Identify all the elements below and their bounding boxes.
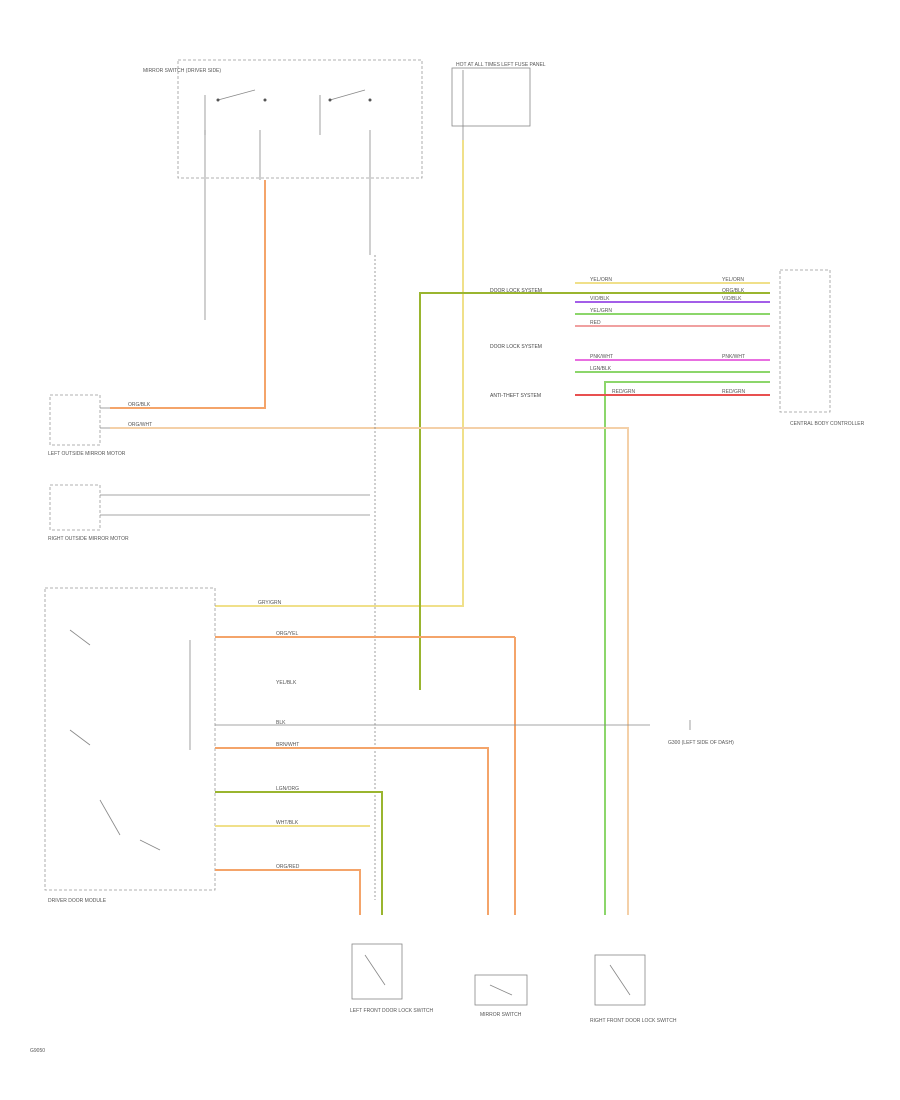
wire-org-red [215, 869, 361, 915]
label-lgn-org: LGN/ORG [276, 786, 299, 792]
fuse-panel: HOT AT ALL TIMES LEFT FUSE PANEL [451, 62, 546, 140]
wire-brn-wht [215, 747, 489, 915]
label-blk: BLK [276, 720, 286, 726]
label-wht-blk: WHT/BLK [276, 820, 299, 826]
page-code: G9050 [30, 1048, 45, 1054]
label-org-blk-mirror: ORG/BLK [128, 402, 151, 408]
label-yel-grn: YEL/GRN [590, 308, 612, 314]
wire-lgn-yel [604, 381, 770, 915]
mirror-switch-label: MIRROR SWITCH [480, 1012, 522, 1018]
net-door-lock-2: DOOR LOCK SYSTEM [490, 344, 542, 350]
body-controller-label: CENTRAL BODY CONTROLLER [790, 421, 865, 427]
label-vio-blk: VIO/BLK [590, 296, 610, 302]
label-org-red: ORG/RED [276, 864, 300, 870]
wire-yel-grn-lock [419, 292, 770, 690]
label-red: RED [590, 320, 601, 326]
label-yel-blk: YEL/BLK [276, 680, 297, 686]
left-mirror-motor: LEFT OUTSIDE MIRROR MOTOR [48, 394, 126, 457]
net-door-lock-1: DOOR LOCK SYSTEM [490, 288, 542, 294]
right-door-lock-switch: RIGHT FRONT DOOR LOCK SWITCH [590, 954, 677, 1024]
label-org-blk-r: ORG/BLK [722, 288, 745, 294]
label-pnk-wht-r: PNK/WHT [722, 354, 745, 360]
mirror-switch-bottom: MIRROR SWITCH [474, 974, 528, 1018]
ground-symbol: G300 (LEFT SIDE OF DASH) [668, 720, 734, 746]
wire-lgn-org [215, 791, 383, 915]
label-yel-org: YEL/ORN [590, 277, 612, 283]
label-gray-grn: GRY/GRN [258, 600, 282, 606]
left-mirror-motor-label: LEFT OUTSIDE MIRROR MOTOR [48, 451, 126, 457]
ground-label: G300 (LEFT SIDE OF DASH) [668, 740, 734, 746]
left-door-lock-label: LEFT FRONT DOOR LOCK SWITCH [350, 1008, 434, 1014]
driver-door-module-label: DRIVER DOOR MODULE [48, 898, 107, 904]
label-org-wht-mirror: ORG/WHT [128, 422, 152, 428]
left-door-lock-switch: LEFT FRONT DOOR LOCK SWITCH [350, 943, 434, 1014]
label-yel-org-r: YEL/ORN [722, 277, 744, 283]
mirror-switch-top-label: MIRROR SWITCH (DRIVER SIDE) [143, 68, 221, 74]
body-controller: CENTRAL BODY CONTROLLER [779, 269, 865, 427]
mirror-switch-top: MIRROR SWITCH (DRIVER SIDE) [143, 59, 423, 180]
wire-yellow-fuse [215, 140, 464, 607]
label-pnk-wht: PNK/WHT [590, 354, 613, 360]
label-brn-wht: BRN/WHT [276, 742, 299, 748]
net-anti-theft: ANTI-THEFT SYSTEM [490, 393, 541, 399]
label-org-yel: ORG/YEL [276, 631, 298, 637]
right-mirror-motor-label: RIGHT OUTSIDE MIRROR MOTOR [48, 536, 129, 542]
wire-org-wht-left [110, 427, 629, 915]
wire-orange-mirror [110, 180, 266, 409]
right-door-lock-label: RIGHT FRONT DOOR LOCK SWITCH [590, 1018, 677, 1024]
label-lgn-blk: LGN/BLK [590, 366, 612, 372]
right-mirror-motor: RIGHT OUTSIDE MIRROR MOTOR [48, 484, 370, 542]
label-red-grn-r: RED/GRN [722, 389, 745, 395]
label-red-grn: RED/GRN [612, 389, 635, 395]
driver-door-module: DRIVER DOOR MODULE [44, 587, 216, 904]
fuse-panel-label: HOT AT ALL TIMES LEFT FUSE PANEL [456, 62, 546, 68]
label-vio-blk-r: VIO/BLK [722, 296, 742, 302]
